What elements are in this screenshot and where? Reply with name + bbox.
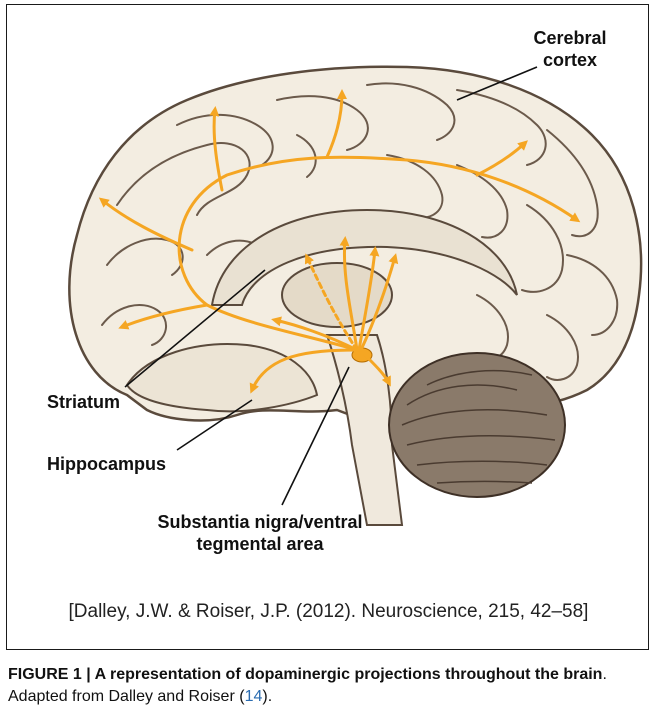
figure-citation: [Dalley, J.W. & Roiser, J.P. (2012). Neu… — [7, 601, 650, 623]
caption-body-end: ). — [262, 688, 272, 705]
label-snvta-line1: Substantia nigra/ventral — [131, 511, 389, 533]
label-striatum: Striatum — [47, 391, 120, 413]
brain-illustration — [7, 5, 650, 595]
label-snvta-line2: tegmental area — [131, 533, 389, 555]
figure-caption: FIGURE 1 | A representation of dopaminer… — [8, 664, 648, 708]
label-substantia-nigra-vta: Substantia nigra/ventral tegmental area — [131, 511, 389, 555]
label-cortex-line1: Cerebral — [515, 27, 625, 49]
label-hippocampus: Hippocampus — [47, 453, 166, 475]
label-cortex-line2: cortex — [515, 49, 625, 71]
figure-frame: Cerebral cortex Striatum Hippocampus Sub… — [6, 4, 649, 650]
cerebellum — [389, 353, 565, 497]
reference-link[interactable]: 14 — [245, 688, 263, 705]
label-cerebral-cortex: Cerebral cortex — [515, 27, 625, 71]
caption-heading: FIGURE 1 | A representation of dopaminer… — [8, 666, 602, 683]
